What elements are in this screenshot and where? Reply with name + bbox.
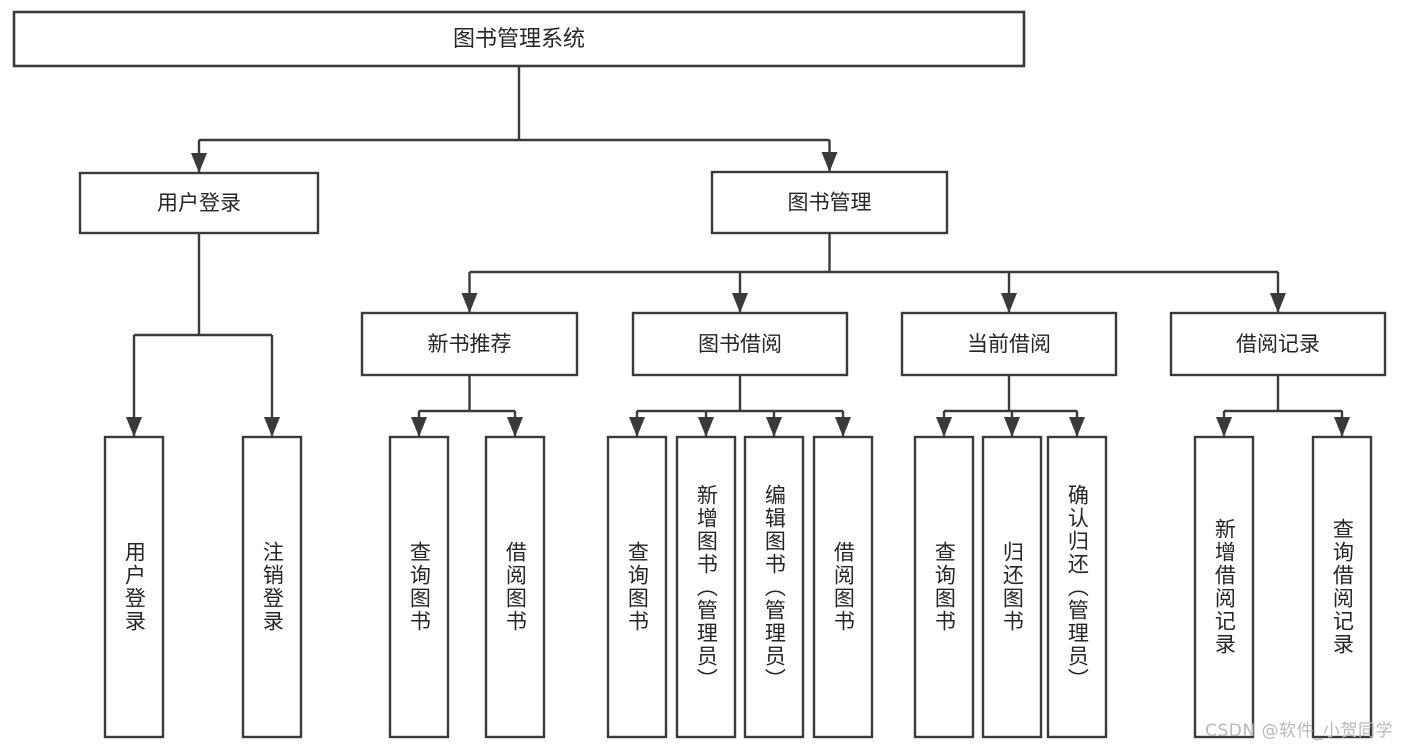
node-box-root[interactable] [12,10,1026,68]
node-label-book-manage: 图书管理 [788,191,872,215]
node-leaf-logout[interactable]: 注销登录 [241,435,303,739]
arrow-head-icon [629,417,645,437]
node-label-leaf-borrow-book-1: 借阅图书 [503,541,528,633]
arrow-head-icon [126,417,142,437]
node-label-wrap-leaf-user-login: 用户登录 [122,541,147,633]
node-leaf-borrow-book-1[interactable]: 借阅图书 [484,435,546,739]
arrow-head-icon [835,417,851,437]
node-leaf-return-book[interactable]: 归还图书 [981,435,1043,739]
node-new-book-recommend[interactable]: 新书推荐 [360,311,579,377]
node-root[interactable]: 图书管理系统 [12,10,1026,68]
arrow-head-icon [698,417,714,437]
node-label-book-borrow: 图书借阅 [698,332,782,356]
node-label-leaf-query-record: 查询借阅记录 [1330,518,1355,656]
node-label-user-login: 用户登录 [157,191,241,215]
node-box-borrow-record[interactable] [1169,311,1387,377]
node-box-leaf-borrow-book-2[interactable] [812,435,874,739]
node-book-borrow[interactable]: 图书借阅 [631,311,849,377]
arrow-head-icon [191,153,207,173]
node-label-leaf-add-book: 新增图书（管理员） [694,483,719,691]
node-box-leaf-edit-book[interactable] [743,435,805,739]
node-box-leaf-query-book-1[interactable] [388,435,450,739]
node-label-new-book-recommend: 新书推荐 [428,332,512,356]
node-label-root: 图书管理系统 [453,27,585,52]
node-box-current-borrow[interactable] [900,311,1118,377]
node-user-login[interactable]: 用户登录 [78,171,320,235]
node-box-leaf-query-record[interactable] [1311,435,1373,739]
arrow-head-icon [1270,293,1286,313]
node-box-leaf-query-book-2[interactable] [606,435,668,739]
node-leaf-query-book-2[interactable]: 查询图书 [606,435,668,739]
node-layer: 图书管理系统用户登录图书管理新书推荐图书借阅当前借阅借阅记录用户登录注销登录查询… [12,10,1387,739]
node-label-leaf-borrow-book-2: 借阅图书 [831,541,856,633]
node-box-user-login[interactable] [78,171,320,235]
node-leaf-query-book-1[interactable]: 查询图书 [388,435,450,739]
node-box-leaf-query-book-3[interactable] [913,435,975,739]
node-label-leaf-add-record: 新增借阅记录 [1212,518,1237,656]
node-box-leaf-user-login[interactable] [103,435,165,739]
node-label-wrap-leaf-add-record: 新增借阅记录 [1212,518,1237,656]
arrow-head-icon [411,417,427,437]
node-current-borrow[interactable]: 当前借阅 [900,311,1118,377]
node-borrow-record[interactable]: 借阅记录 [1169,311,1387,377]
node-label-leaf-logout: 注销登录 [260,541,285,633]
node-label-wrap-leaf-query-book-1: 查询图书 [407,541,432,633]
node-label-wrap-leaf-query-book-3: 查询图书 [932,541,957,633]
watermark-label: CSDN @软件_小贺同学 [1205,721,1393,741]
node-box-new-book-recommend[interactable] [360,311,579,377]
node-box-leaf-confirm-return[interactable] [1046,435,1108,739]
node-label-wrap-leaf-return-book: 归还图书 [1000,541,1025,633]
arrow-head-icon [461,293,478,313]
node-leaf-confirm-return[interactable]: 确认归还（管理员） [1046,435,1108,739]
arrow-head-icon [936,417,952,437]
node-label-leaf-query-book-3: 查询图书 [932,541,957,633]
node-label-wrap-leaf-borrow-book-2: 借阅图书 [831,541,856,633]
node-leaf-add-record[interactable]: 新增借阅记录 [1193,435,1255,739]
node-label-wrap-leaf-query-book-2: 查询图书 [625,541,650,633]
node-leaf-add-book[interactable]: 新增图书（管理员） [675,435,737,739]
node-leaf-query-record[interactable]: 查询借阅记录 [1311,435,1373,739]
node-box-leaf-return-book[interactable] [981,435,1043,739]
node-label-leaf-return-book: 归还图书 [1000,541,1025,633]
node-leaf-edit-book[interactable]: 编辑图书（管理员） [743,435,805,739]
arrow-head-icon [1216,417,1232,437]
node-box-leaf-borrow-book-1[interactable] [484,435,546,739]
node-box-book-borrow[interactable] [631,311,849,377]
arrow-head-icon [1334,417,1350,437]
node-leaf-query-book-3[interactable]: 查询图书 [913,435,975,739]
node-label-leaf-user-login: 用户登录 [122,541,147,633]
node-leaf-user-login[interactable]: 用户登录 [103,435,165,739]
arrow-head-icon [766,417,782,437]
node-label-wrap-leaf-logout: 注销登录 [260,541,285,633]
node-label-borrow-record: 借阅记录 [1236,332,1320,356]
node-box-leaf-add-book[interactable] [675,435,737,739]
arrow-head-icon [821,152,838,172]
node-label-leaf-confirm-return: 确认归还（管理员） [1065,483,1090,691]
node-label-current-borrow: 当前借阅 [967,332,1051,356]
arrow-head-icon [264,417,280,437]
node-label-wrap-leaf-edit-book: 编辑图书（管理员） [762,483,787,691]
node-label-wrap-leaf-confirm-return: 确认归还（管理员） [1065,483,1090,691]
node-label-wrap-leaf-add-book: 新增图书（管理员） [694,483,719,691]
node-label-wrap-leaf-borrow-book-1: 借阅图书 [503,541,528,633]
arrow-head-icon [1001,293,1017,313]
node-label-leaf-query-book-1: 查询图书 [407,541,432,633]
arrow-head-icon [732,293,748,313]
node-leaf-borrow-book-2[interactable]: 借阅图书 [812,435,874,739]
arrow-head-icon [1069,417,1085,437]
node-box-leaf-add-record[interactable] [1193,435,1255,739]
connector-layer [126,66,1350,437]
node-label-leaf-query-book-2: 查询图书 [625,541,650,633]
node-box-book-manage[interactable] [710,170,949,235]
node-label-leaf-edit-book: 编辑图书（管理员） [762,483,787,691]
arrow-head-icon [507,417,523,437]
node-box-leaf-logout[interactable] [241,435,303,739]
node-book-manage[interactable]: 图书管理 [710,170,949,235]
node-label-wrap-leaf-query-record: 查询借阅记录 [1330,518,1355,656]
arrow-head-icon [1004,417,1020,437]
